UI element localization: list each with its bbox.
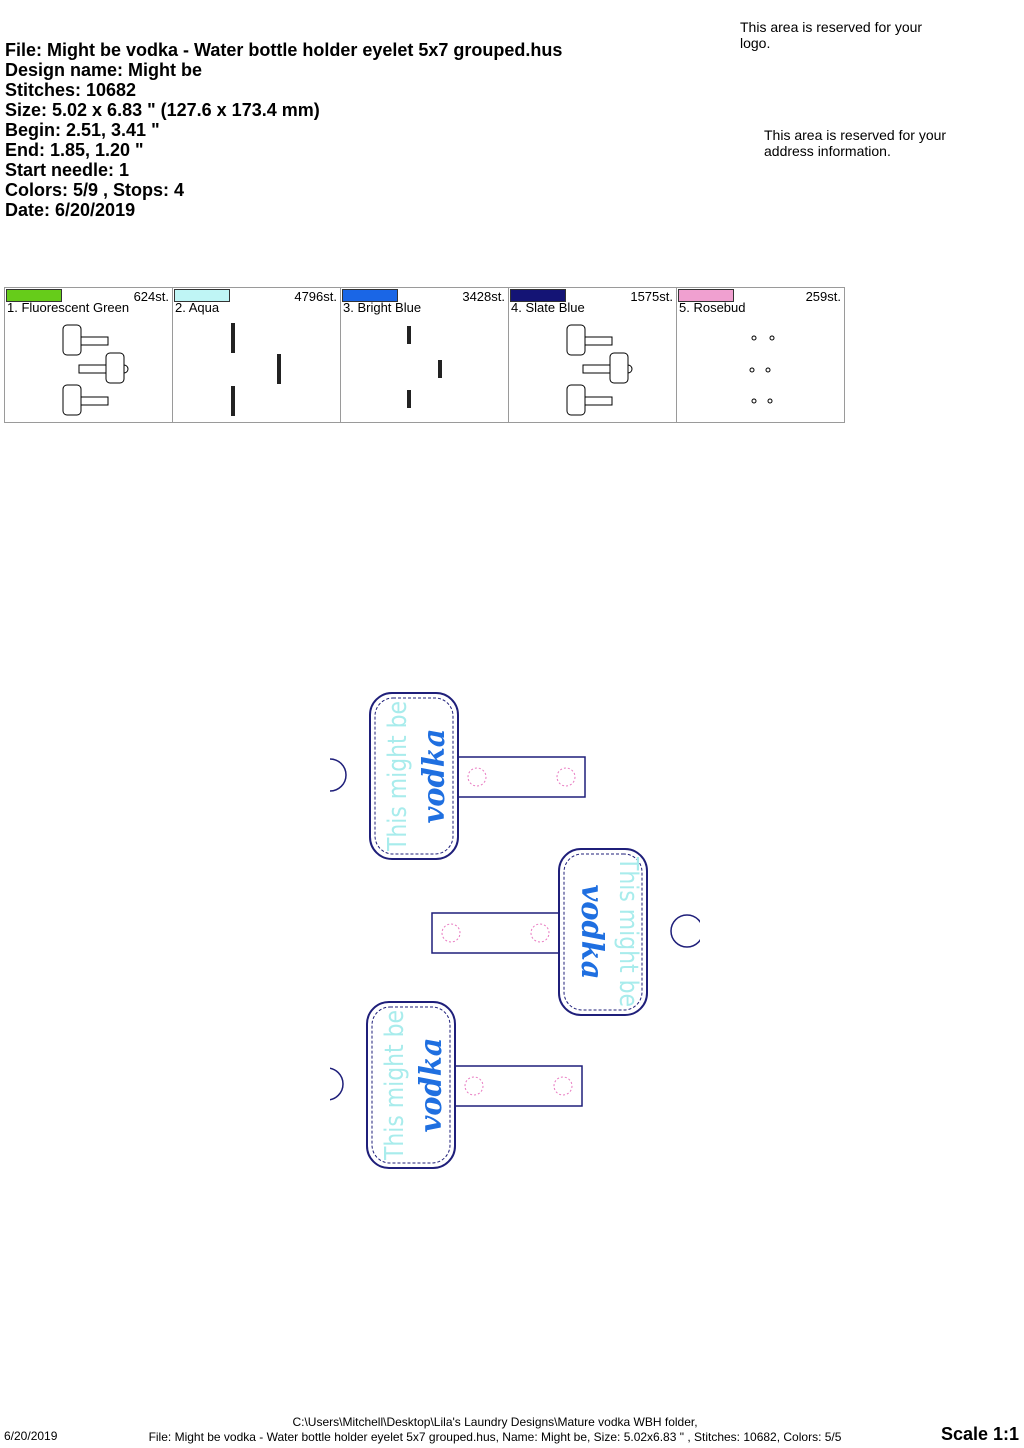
color-swatch [510, 289, 566, 302]
palette-cell-3: 3428st. 3. Bright Blue [341, 288, 509, 423]
color-swatch [342, 289, 398, 302]
color-swatch [174, 289, 230, 302]
logo-placeholder: This area is reserved for your logo. [740, 19, 923, 51]
file-name: File: Might be vodka - Water bottle hold… [5, 40, 563, 60]
palette-cell-2: 4796st. 2. Aqua [173, 288, 341, 423]
design-text-line2: vodka [417, 729, 452, 824]
palette-cell-4: 1575st. 4. Slate Blue [509, 288, 677, 423]
color-name: 4. Slate Blue [511, 300, 585, 315]
design-info: File: Might be vodka - Water bottle hold… [5, 40, 562, 220]
preview-aqua-text [231, 323, 281, 416]
end-point: End: 1.85, 1.20 " [5, 140, 144, 160]
design-date: Date: 6/20/2019 [5, 200, 136, 220]
stitch-count: 259st. [805, 289, 841, 304]
design-text-line2: vodka [574, 885, 609, 980]
piece-bottom: This might be vodka [330, 1001, 583, 1169]
design-text-line1: This might be [613, 856, 643, 1007]
stitch-count: 624st. [133, 289, 169, 304]
palette-cell-1: 624st. 1. Fluorescent Green [5, 288, 173, 423]
design-text-line2: vodka [414, 1038, 449, 1133]
color-name: 3. Bright Blue [343, 300, 422, 315]
palette-cell-5: 259st. 5. Rosebud [677, 288, 845, 423]
design-preview: This might be vodka This might be vodka … [330, 692, 700, 1169]
scale-label: Scale 1:1 [940, 1424, 1019, 1444]
preview-outline-slate [566, 324, 633, 416]
color-palette: 624st. 1. Fluorescent Green 4796st. 2. A… [4, 287, 845, 423]
color-swatch [6, 289, 62, 302]
preview-blue-text [407, 326, 442, 408]
color-name: 5. Rosebud [679, 300, 746, 315]
design-name: Design name: Might be [5, 60, 203, 80]
piece-middle: This might be vodka [431, 848, 700, 1016]
colors-stops: Colors: 5/9 , Stops: 4 [5, 180, 185, 200]
design-size: Size: 5.02 x 6.83 " (127.6 x 173.4 mm) [5, 100, 320, 120]
footer-date: 6/20/2019 [4, 1429, 58, 1443]
footer-path: C:\Users\Mitchell\Desktop\Lila's Laundry… [292, 1415, 698, 1429]
color-name: 2. Aqua [175, 300, 220, 315]
stitch-count: 3428st. [462, 289, 505, 304]
piece-top: This might be vodka [330, 692, 586, 860]
begin-point: Begin: 2.51, 3.41 " [5, 120, 160, 140]
start-needle: Start needle: 1 [5, 160, 130, 180]
preview-eyelets [749, 335, 775, 404]
address-placeholder: This area is reserved for your address i… [764, 127, 947, 159]
stitch-count: Stitches: 10682 [5, 80, 137, 100]
color-swatch [678, 289, 734, 302]
stitch-count: 4796st. [294, 289, 337, 304]
design-text-line1: This might be [380, 1010, 410, 1161]
footer-summary: File: Might be vodka - Water bottle hold… [148, 1430, 842, 1444]
preview-outline-green [62, 324, 129, 416]
stitch-count: 1575st. [630, 289, 673, 304]
design-text-line1: This might be [383, 701, 413, 852]
color-name: 1. Fluorescent Green [7, 300, 130, 315]
footer-info: C:\Users\Mitchell\Desktop\Lila's Laundry… [100, 1415, 890, 1445]
